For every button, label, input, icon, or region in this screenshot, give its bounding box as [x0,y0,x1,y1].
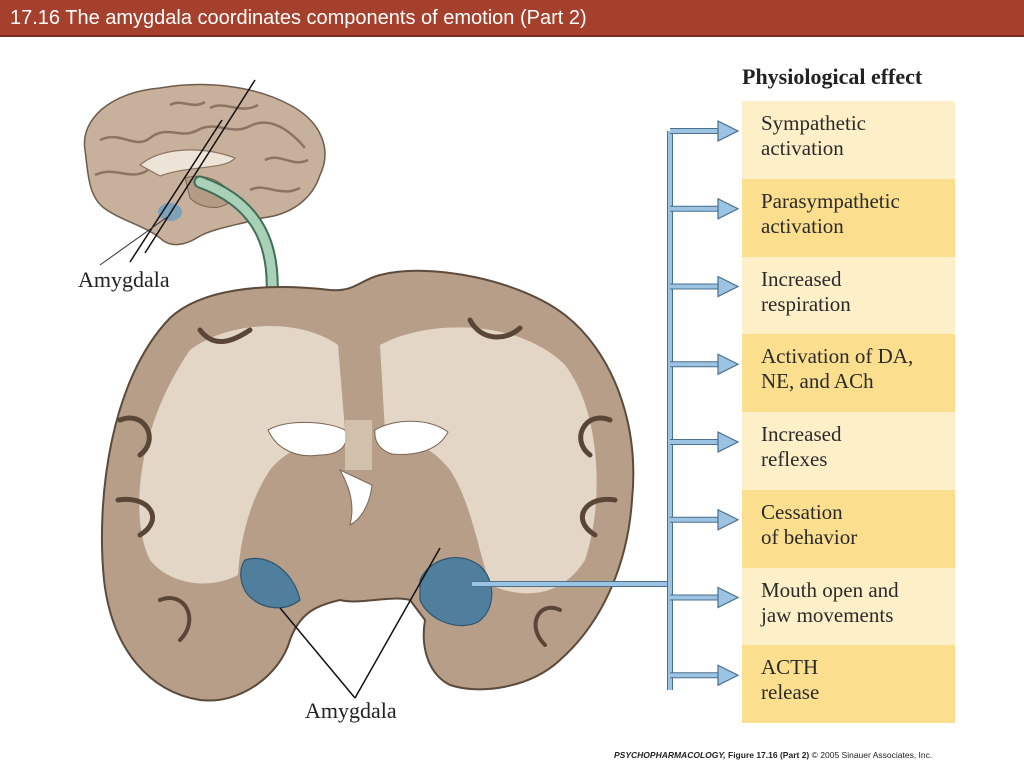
amygdala-label-bottom: Amygdala [305,698,397,723]
effect-line2: NE, and ACh [761,369,874,394]
effect-line2: reflexes [761,447,828,471]
effect-branch-arrowhead [717,197,740,220]
effect-line1: Increased [761,422,842,446]
effect-line1: Mouth open and [761,577,899,602]
effect-branch-arrowhead [717,508,740,531]
effect-mouth-jaw-movements: Mouth open and jaw movements [742,567,955,646]
effect-increased-reflexes: Increased reflexes [742,412,955,490]
effect-line1: Parasympathetic [761,188,900,213]
caption-copyright: © 2005 Sinauer Associates, Inc. [811,750,933,760]
caption-book: PSYCHOPHARMACOLOGY, [614,750,726,760]
effect-line2: activation [761,213,844,238]
effect-parasympathetic-activation: Parasympathetic activation [742,178,955,257]
effect-cessation-of-behavior: Cessation of behavior [742,489,955,568]
effects-header: Physiological effect [742,64,923,89]
sagittal-brain [83,79,326,266]
effect-branch-arrowhead [717,586,740,609]
effect-branch-arrowhead [717,431,740,453]
effect-line1: Increased [761,266,842,291]
effect-line1: ACTH [761,655,819,680]
effect-sympathetic-activation: Sympathetic activation [742,101,955,179]
amygdala-label-top: Amygdala [78,267,170,292]
coronal-brain [100,269,635,702]
effect-line1: Activation of DA, [761,344,914,369]
figure-caption: PSYCHOPHARMACOLOGY, Figure 17.16 (Part 2… [614,750,932,760]
caption-figure: Figure 17.16 (Part 2) [728,750,810,760]
effect-line2: respiration [761,291,851,316]
slide-title: 17.16 The amygdala coordinates component… [10,7,587,29]
effect-branch-arrowhead [717,353,740,376]
effect-increased-respiration: Increased respiration [742,256,955,335]
title-bar: 17.16 The amygdala coordinates component… [0,0,1024,37]
effect-line1: Cessation [761,499,843,524]
effect-line2: of behavior [761,524,858,549]
effect-connector [472,120,740,690]
effect-acth-release: ACTH release [742,645,955,723]
effect-branch-arrowhead [717,275,740,298]
effect-branch-arrowhead [717,120,740,142]
effect-line1: Sympathetic [761,111,866,135]
effects-panel: Sympathetic activation Parasympathetic a… [742,101,955,723]
effect-line2: release [761,680,820,705]
effect-activation-da-ne-ach: Activation of DA, NE, and ACh [742,334,955,412]
effect-line2: jaw movements [761,602,894,627]
effect-line2: activation [761,136,844,160]
effect-branch-arrowhead [717,664,740,687]
